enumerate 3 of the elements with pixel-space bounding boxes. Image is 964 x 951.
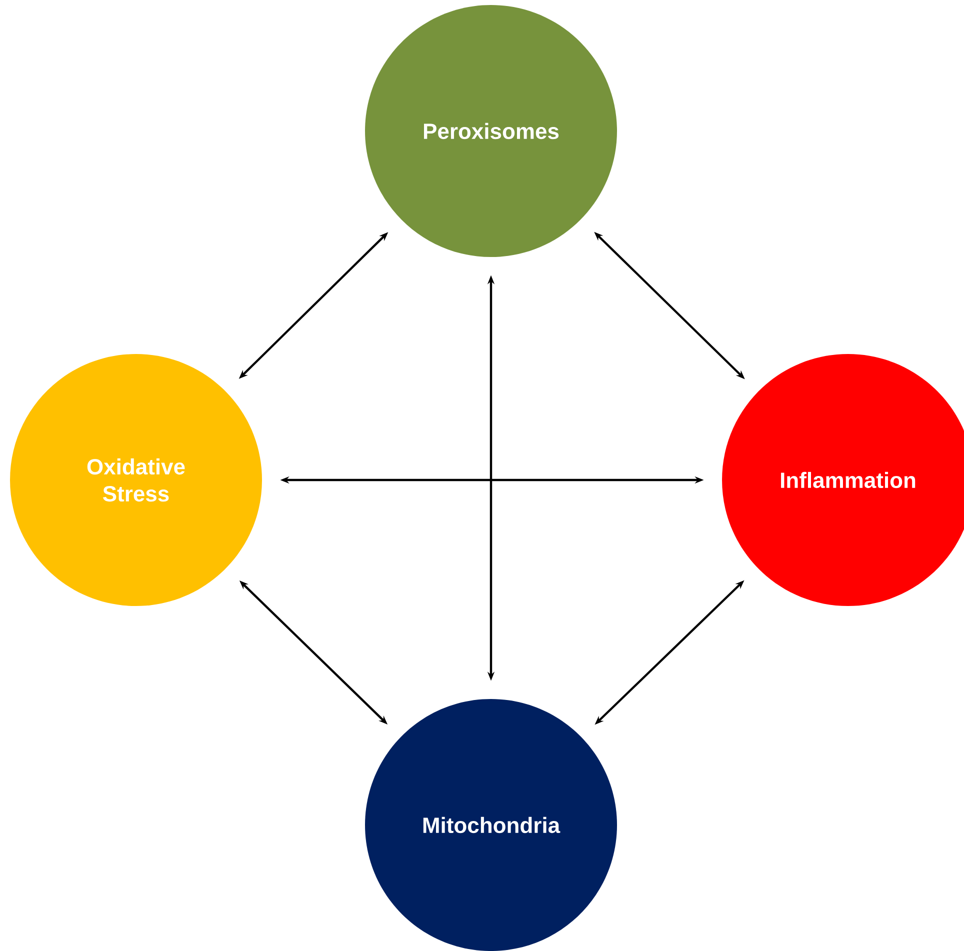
circle-node: Peroxisomes xyxy=(365,5,617,257)
circle-node: Oxidative Stress xyxy=(10,354,262,606)
circle-node: Mitochondria xyxy=(365,699,617,951)
